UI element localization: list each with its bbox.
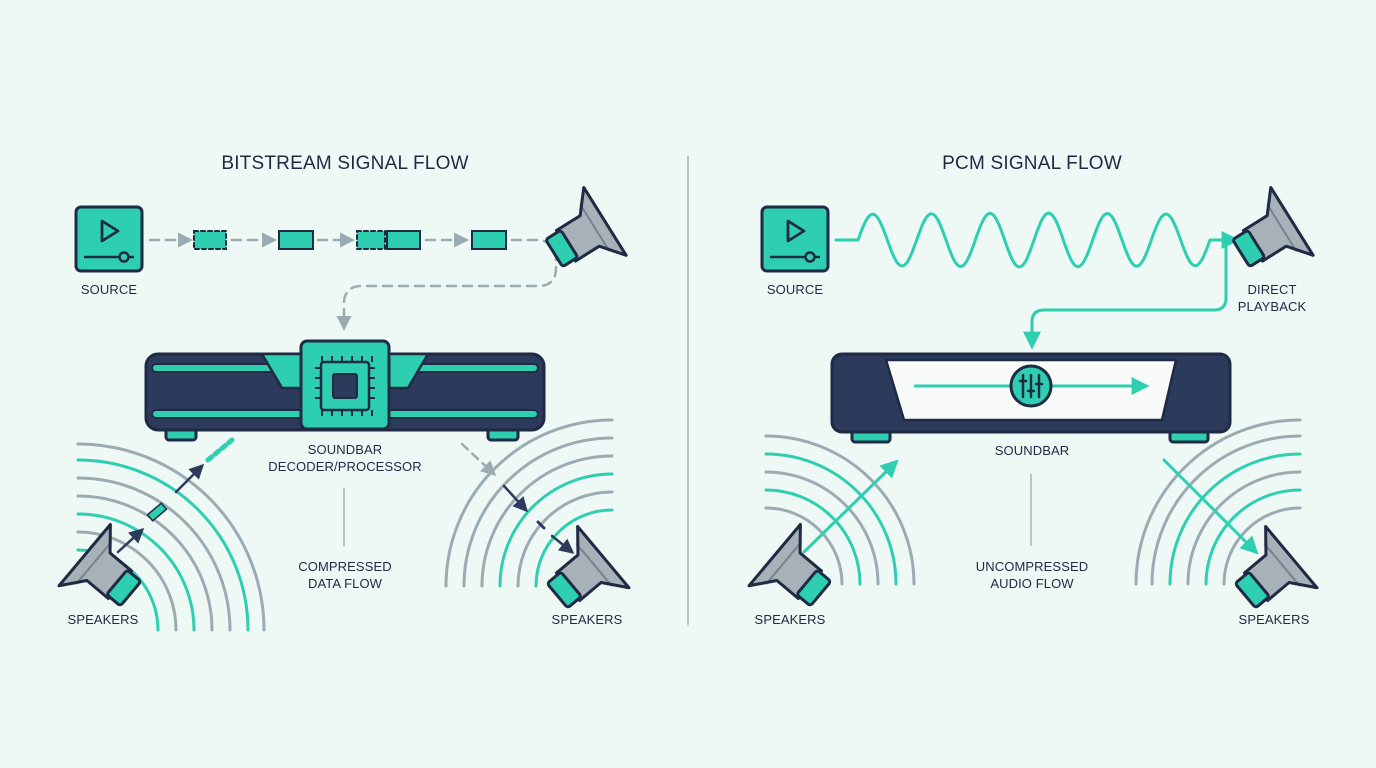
pcm-right-speakers-label: SPEAKERS (1238, 612, 1310, 627)
bitstream-soundbar-label-line2: DECODER/PROCESSOR (268, 459, 422, 474)
bitstream-source-play-icon (74, 205, 144, 273)
pcm-panel (747, 185, 1319, 628)
pcm-right-arrow (1162, 458, 1259, 555)
bitstream-panel (57, 185, 631, 632)
pcm-left-speakers-label: SPEAKERS (754, 612, 826, 627)
pcm-left-sound-waves (764, 434, 916, 586)
bitstream-flow-label: COMPRESSED DATA FLOW (298, 558, 391, 592)
pcm-source-label: SOURCE (766, 282, 824, 297)
bitstream-right-speakers-label: SPEAKERS (551, 612, 623, 627)
bitstream-title: BITSTREAM SIGNAL FLOW (221, 153, 469, 174)
bitstream-source-label: SOURCE (80, 282, 138, 297)
pcm-waveform (834, 211, 1240, 269)
bitstream-chip-icon (299, 339, 391, 431)
pcm-source-play-icon (760, 205, 830, 273)
pcm-flow-label-line1: UNCOMPRESSED (975, 559, 1089, 574)
pcm-flow-label: UNCOMPRESSED AUDIO FLOW (976, 558, 1088, 592)
pcm-right-sound-waves (1134, 418, 1302, 586)
bitstream-flow-label-line2: DATA FLOW (307, 576, 383, 591)
bitstream-soundbar-label: SOUNDBAR DECODER/PROCESSOR (268, 441, 421, 475)
pcm-left-speaker-icon (747, 523, 848, 626)
bitstream-left-arrows (116, 437, 235, 554)
pcm-direct-playback-label: DIRECT PLAYBACK (1238, 281, 1306, 315)
pcm-equalizer-icon (1009, 364, 1053, 408)
pcm-left-arrow (802, 459, 899, 554)
pcm-direct-playback-line2: PLAYBACK (1237, 299, 1307, 314)
pcm-return-path (1023, 238, 1228, 350)
pcm-soundbar-label: SOUNDBAR (994, 443, 1070, 458)
pcm-flow-label-line2: AUDIO FLOW (990, 576, 1074, 591)
pcm-direct-playback-line1: DIRECT (1247, 282, 1297, 297)
pcm-title: PCM SIGNAL FLOW (942, 153, 1122, 174)
bitstream-flow-label-line1: COMPRESSED (298, 559, 392, 574)
bitstream-packet-chain (148, 230, 558, 331)
bitstream-left-speakers-label: SPEAKERS (67, 612, 139, 627)
bitstream-soundbar-label-line1: SOUNDBAR (307, 442, 383, 457)
bitstream-top-speaker-icon (531, 185, 628, 289)
bitstream-left-sound-waves (76, 442, 266, 632)
bitstream-right-arrows (460, 442, 575, 554)
pcm-top-speaker-icon (1218, 185, 1315, 289)
bitstream-left-speaker-icon (57, 523, 158, 626)
